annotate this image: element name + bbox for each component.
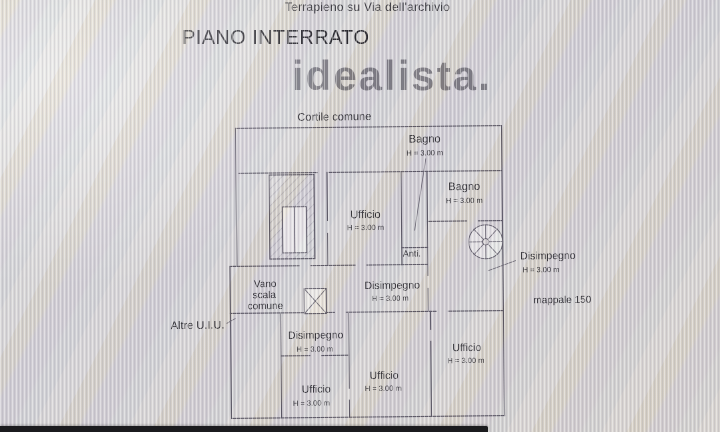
- room-height-disimpegno-lower: H = 3.00 m: [296, 344, 333, 353]
- mappale-label: mappale 150: [533, 295, 591, 307]
- room-label-ufficio-lower-left: Ufficio: [302, 383, 331, 395]
- spiral-stair-icon: [468, 224, 504, 260]
- room-height-disimpegno-right: H = 3.00 m: [523, 265, 560, 274]
- svg-text:Vano: Vano: [254, 279, 277, 290]
- svg-text:comune: comune: [248, 301, 284, 312]
- elevator-x-icon: [303, 287, 327, 315]
- room-label-disimpegno-right: Disimpegno: [520, 250, 576, 263]
- room-label-disimpegno-center: Disimpegno: [364, 279, 420, 292]
- altre-uiu-label: Altre U.I.U.: [171, 320, 225, 333]
- room-height-bagno-top: H = 3.00 m: [406, 148, 443, 157]
- page-title: PIANO INTERRATO: [182, 27, 370, 49]
- svg-text:scala: scala: [253, 290, 277, 301]
- room-height-disimpegno-center: H = 3.00 m: [372, 294, 409, 303]
- room-height-ufficio-upper: H = 3.00 m: [347, 223, 384, 232]
- room-label-ufficio-lower-right: Ufficio: [452, 342, 481, 354]
- room-label-bagno-top: Bagno: [409, 133, 441, 145]
- vano-scala-label: Vano scala comune: [248, 279, 284, 312]
- room-label-disimpegno-lower: Disimpegno: [288, 329, 344, 342]
- room-label-anti: Anti.: [403, 248, 421, 258]
- room-height-ufficio-lower-right: H = 3.00 m: [447, 356, 484, 365]
- plan-walls: [229, 125, 506, 420]
- screen-bezel-bar: [0, 426, 488, 432]
- label-leader-lines: [226, 158, 517, 324]
- room-label-bagno-right: Bagno: [448, 181, 480, 193]
- cortile-comune-label: Cortile comune: [297, 111, 371, 124]
- room-height-ufficio-lower-left: H = 3.00 m: [293, 398, 330, 407]
- room-label-ufficio-lower-center: Ufficio: [370, 370, 399, 382]
- plan-address-line: Terrapieno su Via dell'archivio: [285, 0, 451, 14]
- room-height-ufficio-lower-center: H = 3.00 m: [365, 384, 402, 393]
- room-label-ufficio-upper: Ufficio: [350, 209, 380, 221]
- room-height-bagno-right: H = 3.00 m: [446, 196, 483, 205]
- hatched-shaft-icon: [268, 174, 316, 260]
- idealista-watermark: idealista.: [292, 52, 492, 99]
